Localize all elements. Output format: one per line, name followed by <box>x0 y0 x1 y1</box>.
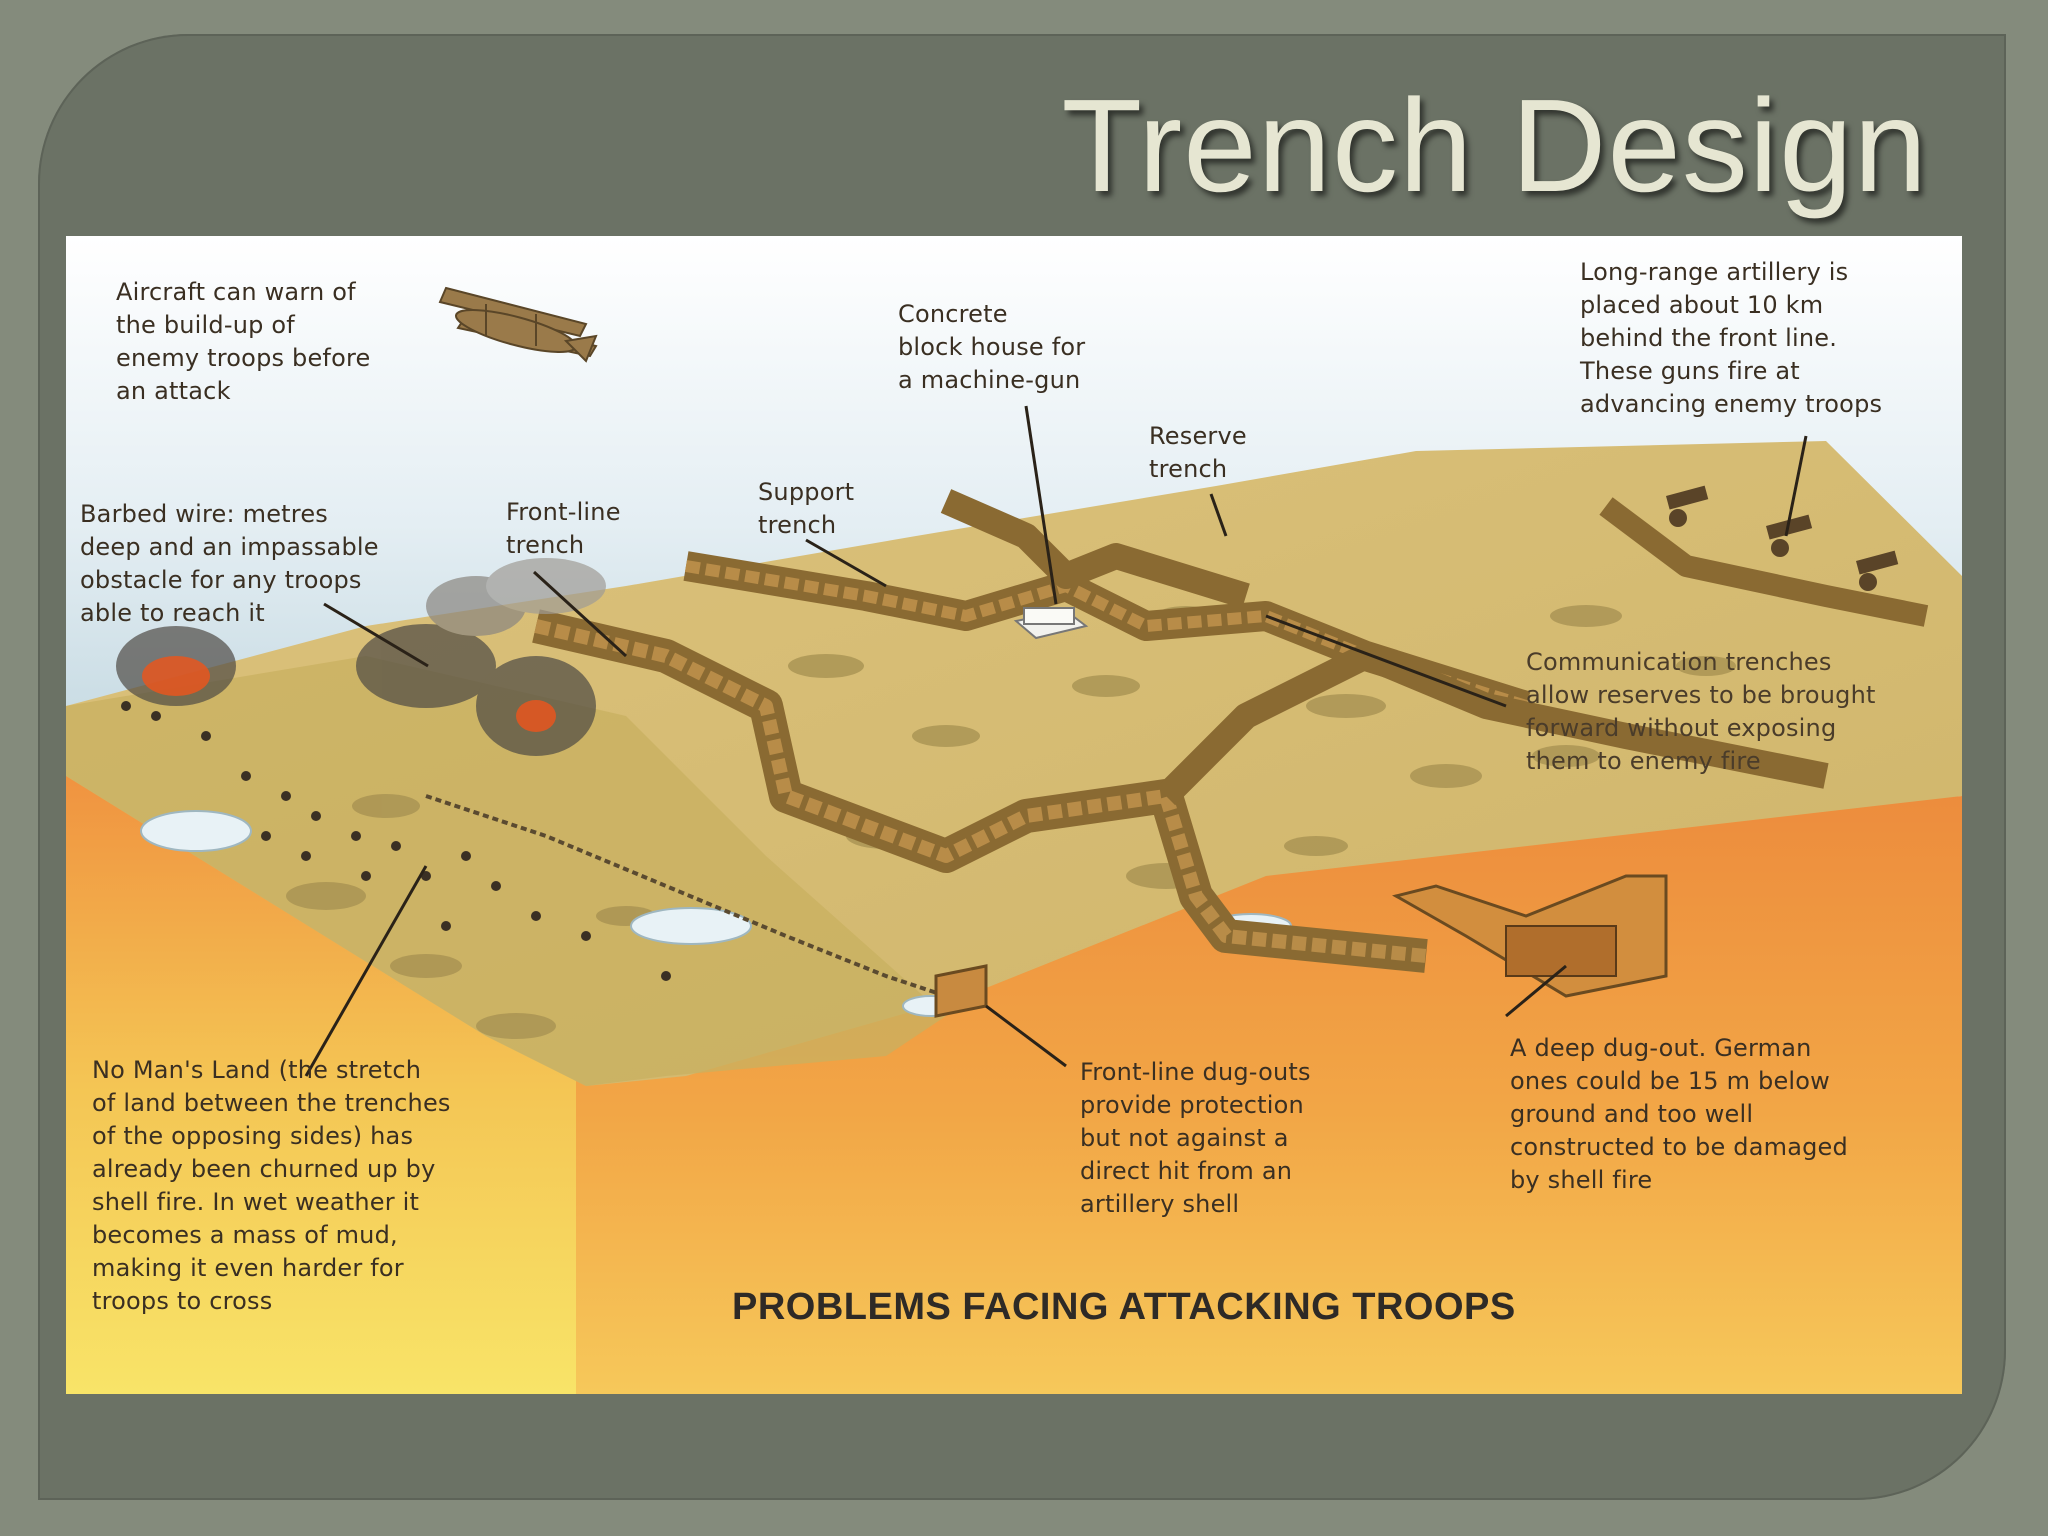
barbed-wire <box>425 794 947 998</box>
pointer-lines <box>304 405 1808 1077</box>
reserve-trench <box>940 489 1250 609</box>
trench-illustration <box>66 236 1962 1394</box>
attacking-troops <box>121 701 671 981</box>
label-no-mans-land: No Man's Land (the stretch of land betwe… <box>92 1056 451 1315</box>
no-mans-land <box>66 656 946 1086</box>
slide-title: Trench Design <box>1061 72 1928 219</box>
label-aircraft: Aircraft can warn of the build-up of ene… <box>116 278 371 405</box>
communication-trench <box>1156 643 1829 806</box>
front-line-dugout <box>934 964 988 1018</box>
trench-diagram: Aircraft can warn of the build-up of ene… <box>66 236 1962 1394</box>
label-frontline-trench: Front-line trench <box>506 498 621 559</box>
aircraft <box>438 286 598 363</box>
block-house <box>1013 607 1089 640</box>
diagram-caption: PROBLEMS FACING ATTACKING TROOPS <box>732 1286 1516 1328</box>
label-barbed-wire: Barbed wire: metres deep and an impassab… <box>80 500 379 627</box>
label-support-trench: Support trench <box>758 478 855 539</box>
fire <box>142 656 556 732</box>
label-reserve-trench: Reserve trench <box>1149 422 1247 483</box>
trench-lines <box>532 489 1929 973</box>
earth-left-section <box>66 776 576 1394</box>
label-communication-trenches: Communication trenches allow reserves to… <box>1526 648 1876 775</box>
label-blockhouse: Concrete block house for a machine-gun <box>898 300 1086 394</box>
artillery-rear-trench <box>1599 497 1929 627</box>
label-frontline-dugouts: Front-line dug-outs provide protection b… <box>1080 1058 1311 1218</box>
label-deep-dugout: A deep dug-out. German ones could be 15 … <box>1510 1034 1848 1194</box>
deep-dugout <box>1392 874 1668 998</box>
label-artillery: Long-range artillery is placed about 10 … <box>1580 258 1883 418</box>
